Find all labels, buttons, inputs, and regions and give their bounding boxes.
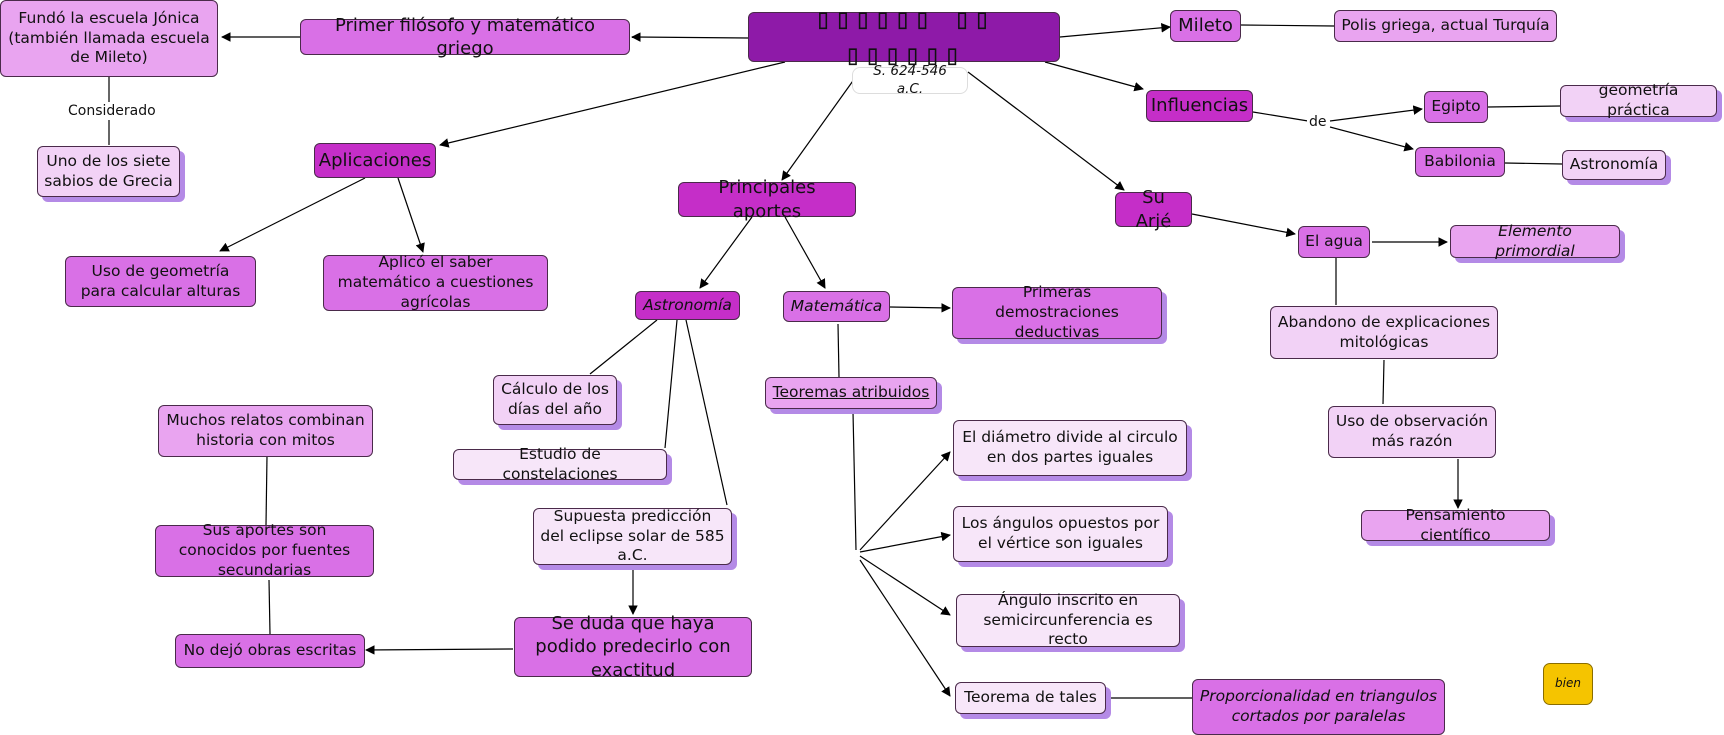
no-dejo-obras-node[interactable]: No dejó obras escritas [175, 634, 365, 668]
abandono-mitologicas-node[interactable]: Abandono de explicaciones mitológicas [1270, 306, 1498, 359]
influencias-node[interactable]: Influencias [1146, 90, 1253, 122]
aplicaciones-node[interactable]: Aplicaciones [314, 143, 436, 178]
matematica-node[interactable]: Matemática [783, 291, 890, 322]
escuela-jonica-node[interactable]: Fundó la escuela Jónica (también llamada… [0, 0, 218, 77]
proporcionalidad-node[interactable]: Proporcionalidad en triangulos cortados … [1192, 679, 1445, 735]
de-link-label: de [1307, 114, 1329, 130]
egipto-node[interactable]: Egipto [1424, 91, 1488, 123]
babilonia-node[interactable]: Babilonia [1415, 147, 1505, 177]
mileto-node[interactable]: Mileto [1170, 10, 1241, 42]
angulo-inscrito-node[interactable]: Ángulo inscrito en semicircunferencia es… [956, 591, 1180, 648]
bien-sticky-note[interactable]: bien [1543, 663, 1593, 705]
el-agua-node[interactable]: El agua [1298, 226, 1370, 258]
principales-aportes-node[interactable]: Principales aportes [678, 177, 856, 222]
title-node[interactable]: ▯▯▯▯▯▯ ▯▯ ▯▯▯▯▯▯ [748, 2, 1060, 71]
elemento-primordial-node[interactable]: Elemento primordial [1450, 222, 1620, 260]
astronomia-influencia-node[interactable]: Astronomía [1562, 150, 1666, 180]
constelaciones-node[interactable]: Estudio de constelaciones [453, 445, 667, 483]
pensamiento-cientifico-node[interactable]: Pensamiento científico [1361, 506, 1550, 544]
calculo-dias-node[interactable]: Cálculo de los días del año [493, 375, 617, 425]
uso-geometria-node[interactable]: Uso de geometría para calcular alturas [65, 256, 256, 307]
relatos-mitos-node[interactable]: Muchos relatos combinan historia con mit… [158, 405, 373, 457]
considerado-link-label: Considerado [66, 103, 158, 119]
teoremas-atribuidos-node[interactable]: Teoremas atribuidos [765, 377, 937, 409]
date-note: S. 624-546 a.C. [852, 63, 968, 97]
teorema-tales-node[interactable]: Teorema de tales [955, 682, 1106, 714]
eclipse-node[interactable]: Supuesta predicción del eclipse solar de… [533, 507, 732, 565]
primer-filosofo-node[interactable]: Primer filósofo y matemático griego [300, 15, 630, 59]
aplico-saber-node[interactable]: Aplicó el saber matemático a cuestiones … [323, 253, 548, 311]
demostraciones-node[interactable]: Primeras demostraciones deductivas [952, 283, 1162, 341]
observacion-razon-node[interactable]: Uso de observación más razón [1328, 406, 1496, 458]
geometria-practica-node[interactable]: geometría práctica [1560, 81, 1717, 119]
siete-sabios-node[interactable]: Uno de los siete sabios de Grecia [37, 146, 180, 197]
fuentes-secundarias-node[interactable]: Sus aportes son conocidos por fuentes se… [155, 521, 374, 579]
angulos-opuestos-node[interactable]: Los ángulos opuestos por el vértice son … [953, 506, 1168, 562]
su-arje-node[interactable]: Su Arjé [1115, 187, 1192, 232]
polis-griega-node[interactable]: Polis griega, actual Turquía [1334, 10, 1557, 42]
duda-exactitud-node[interactable]: Se duda que haya podido predecirlo con e… [514, 613, 752, 681]
diametro-node[interactable]: El diámetro divide al circulo en dos par… [953, 420, 1187, 476]
astronomia-node[interactable]: Astronomía [635, 291, 740, 320]
